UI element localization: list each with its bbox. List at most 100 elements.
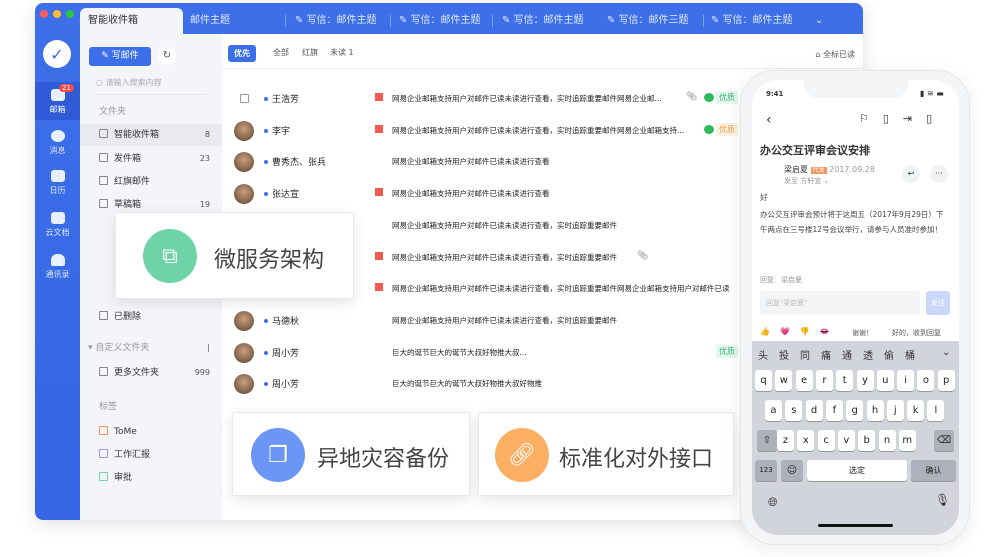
rail-calendar[interactable]: 日历	[35, 170, 80, 196]
key-n[interactable]: n	[878, 430, 896, 451]
key-e[interactable]: e	[795, 370, 813, 391]
tab[interactable]: ✎ 写信：邮件主题	[399, 15, 481, 26]
tab[interactable]: ✎ 写信：邮件主题	[295, 15, 377, 26]
key-h[interactable]: h	[866, 400, 884, 421]
key-w[interactable]: w	[775, 370, 793, 391]
mail-row[interactable]: 网易企业邮箱支持用户对邮件已读未读进行查看，实时追踪重要邮件	[222, 210, 863, 242]
key-l[interactable]: l	[927, 400, 945, 421]
key-x[interactable]: x	[797, 430, 815, 451]
candidate-word[interactable]: 桶	[905, 351, 915, 362]
candidate-word[interactable]: 通	[842, 351, 852, 362]
mail-row[interactable]: 王浩芳网易企业邮箱支持用户对邮件已读未读进行查看，实时追踪重要邮件网易企业邮..…	[222, 83, 863, 115]
tab[interactable]: ✎ 写信：邮件主题	[502, 15, 584, 26]
refresh-button[interactable]: ↻	[158, 47, 176, 65]
candidate-word[interactable]: 同	[800, 351, 810, 362]
candidate-word[interactable]: 投	[779, 351, 789, 362]
folder-flagged[interactable]: 红旗邮件	[80, 171, 222, 193]
flag-icon[interactable]	[375, 124, 383, 133]
mail-row[interactable]: 网易企业邮箱支持用户对邮件已读未读进行查看，实时追踪重要邮件网易企业邮箱支持用户…	[222, 273, 863, 305]
key-b[interactable]: b	[858, 430, 876, 451]
mark-all-read-button[interactable]: ⌂ 全标已读	[815, 50, 855, 59]
search-input[interactable]: ○ 请输入搜索内容	[96, 77, 206, 95]
candidate-word[interactable]: 痛	[821, 351, 831, 362]
microphone-icon[interactable]: 🎙︎	[935, 493, 951, 507]
key-o[interactable]: o	[917, 370, 935, 391]
key-p[interactable]: p	[937, 370, 955, 391]
filter-all[interactable]: 全部	[273, 48, 289, 57]
key-q[interactable]: q	[755, 370, 772, 391]
tag-tome[interactable]: ToMe	[80, 421, 222, 443]
filter-priority[interactable]: 优先	[228, 45, 256, 62]
key-j[interactable]: j	[886, 400, 904, 421]
globe-icon[interactable]: 🌐︎	[768, 495, 778, 509]
tab[interactable]: ✎ 写信：邮件三题	[607, 15, 689, 26]
key-s[interactable]: s	[785, 400, 803, 421]
confirm-key[interactable]: 确认	[911, 460, 956, 481]
mail-row[interactable]: 马德秋网易企业邮箱支持用户对邮件已读未读进行查看，实时追踪重要邮件	[222, 305, 863, 337]
key-m[interactable]: m	[898, 430, 916, 451]
flag-icon[interactable]	[375, 283, 383, 292]
tag-work-report[interactable]: 工作汇报	[80, 444, 222, 466]
key-v[interactable]: v	[837, 430, 855, 451]
flag-icon[interactable]	[375, 188, 383, 197]
candidate-word[interactable]: 透	[863, 351, 873, 362]
key-f[interactable]: f	[825, 400, 843, 421]
custom-folders-heading[interactable]: ▾ 自定义文件夹|	[88, 343, 210, 353]
key-d[interactable]: d	[805, 400, 823, 421]
key-t[interactable]: t	[836, 370, 854, 391]
emoji-reactions[interactable]: 👍💗👎👄	[760, 327, 840, 336]
numbers-key[interactable]: 123	[755, 460, 777, 481]
toolbar-icons[interactable]: ⚐▯⇥▯	[859, 112, 947, 125]
reply-icon[interactable]: ↩	[902, 165, 920, 183]
rail-docs[interactable]: 云文档	[35, 212, 80, 238]
flag-icon[interactable]	[375, 93, 383, 101]
key-i[interactable]: i	[897, 370, 915, 391]
mail-row[interactable]: 网易企业邮箱支持用户对邮件已读未读进行查看，实时追踪重要邮件📎︎	[222, 242, 863, 274]
delete-key[interactable]: ⌫	[934, 430, 954, 451]
mail-row[interactable]: 张达宣网易企业邮箱支持用户对邮件已读未读进行查看	[222, 178, 863, 210]
compose-button[interactable]: ✎ 写邮件	[89, 47, 151, 66]
key-r[interactable]: r	[815, 370, 833, 391]
filter-unread[interactable]: 未读 1	[330, 48, 354, 57]
folder-deleted[interactable]: 已删除	[80, 306, 222, 328]
tag-approval[interactable]: 审批	[80, 467, 222, 489]
quick-reply[interactable]: 谢谢！	[852, 329, 873, 337]
reply-input[interactable]: 回复"梁启夏"	[760, 291, 920, 315]
key-c[interactable]: c	[817, 430, 835, 451]
mail-row[interactable]: 周小芳巨大的诞节巨大的诞节大叔好物推大叔...优质	[222, 337, 863, 369]
row-checkbox[interactable]	[240, 94, 249, 103]
emoji-key[interactable]: ☺	[781, 460, 803, 481]
space-key[interactable]: 选定	[807, 460, 907, 481]
shift-key[interactable]: ⇧	[757, 430, 777, 451]
recipient-line[interactable]: 发至 方轩宣 ⌄	[784, 177, 830, 185]
tab[interactable]: ✎ 写信：邮件主题	[711, 15, 793, 26]
more-icon[interactable]: ···	[930, 165, 948, 183]
back-icon[interactable]: ‹	[766, 112, 772, 128]
mail-row[interactable]: 李宇网易企业邮箱支持用户对邮件已读未读进行查看，实时追踪重要邮件网易企业邮箱支持…	[222, 115, 863, 147]
key-z[interactable]: z	[777, 430, 794, 451]
key-a[interactable]: a	[765, 400, 782, 421]
mail-row[interactable]: 周小芳巨大的诞节巨大的诞节大叔好物推大叔好物推	[222, 368, 863, 400]
send-button[interactable]: 发送	[926, 291, 950, 315]
window-controls[interactable]	[40, 10, 74, 18]
tab[interactable]: 邮件主题	[190, 15, 230, 26]
mail-row[interactable]: 曹秀杰、张兵网易企业邮箱支持用户对邮件已读未读进行查看	[222, 146, 863, 178]
key-k[interactable]: k	[907, 400, 925, 421]
rail-messages[interactable]: 消息	[35, 130, 80, 156]
key-g[interactable]: g	[846, 400, 864, 421]
candidate-word[interactable]: 头	[758, 351, 768, 362]
key-y[interactable]: y	[856, 370, 874, 391]
rail-contacts[interactable]: 通讯录	[35, 254, 80, 280]
flag-icon[interactable]	[375, 251, 383, 260]
tabs-dropdown-icon[interactable]: ⌄	[815, 15, 824, 26]
quick-reply[interactable]: 好的，收到回复	[892, 329, 941, 337]
expand-candidates-icon[interactable]: ⌄	[942, 347, 951, 358]
tab-smart-inbox[interactable]: 智能收件箱	[80, 8, 183, 34]
filter-flagged[interactable]: 红旗	[302, 48, 318, 57]
key-u[interactable]: u	[876, 370, 894, 391]
